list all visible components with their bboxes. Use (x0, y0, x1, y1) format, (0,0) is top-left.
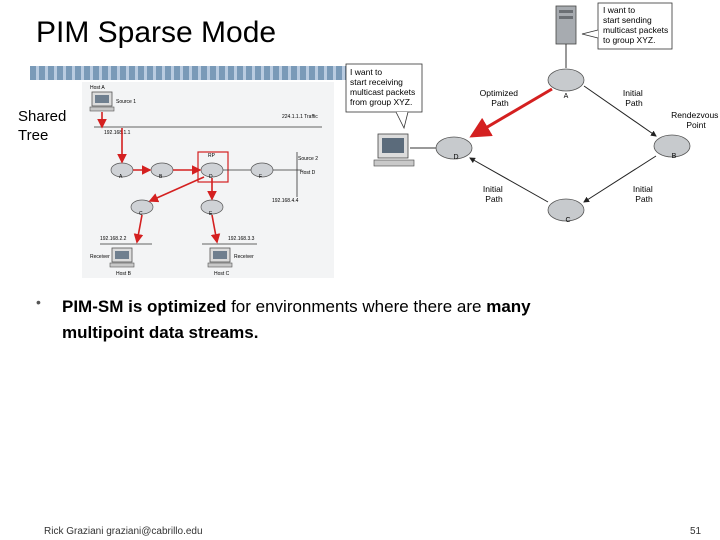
shared-tree-label-line1: Shared (18, 108, 67, 125)
router-c-icon (130, 199, 154, 215)
callout-top-line2: start sending (603, 15, 652, 25)
title-underline-bar (30, 66, 350, 80)
host-d-label: Host D (300, 170, 316, 176)
router-d-icon (435, 136, 473, 160)
router-c-icon (547, 198, 585, 222)
initial-path-a-to-b (583, 85, 657, 137)
host-c-label: Host C (214, 271, 230, 277)
bullet-text-part1: PIM-SM is optimized (62, 297, 227, 316)
initial-path-bl-line1: Initial (483, 184, 503, 194)
traffic-label: 224.1.1.1 Traffic (282, 114, 318, 120)
callout-left-line3: multicast packets (350, 87, 415, 97)
initial-path-br-line2: Path (635, 194, 653, 204)
ip-source1-label: 192.168.1.1 (104, 130, 131, 136)
initial-path-br-line1: Initial (633, 184, 653, 194)
callout-left-line1: I want to (350, 67, 382, 77)
bullet-text: PIM-SM is optimized for environments whe… (62, 294, 662, 346)
initial-path-c-to-d (469, 157, 549, 203)
initial-path-b-to-c (583, 155, 657, 203)
optimized-path-arrow (469, 87, 553, 138)
initial-path-tr-line1: Initial (623, 88, 643, 98)
svg-text:I want to start receivin: I want to start receiving multicast pack… (350, 67, 418, 107)
router-d-letter: D (209, 174, 213, 180)
optimized-path-line1: Optimized (480, 88, 519, 98)
receiver-c-label: Receiver (234, 254, 254, 260)
callout-top-line1: I want to (603, 5, 635, 15)
ip-receiver-c-label: 192.168.3.3 (228, 236, 255, 242)
router-a-letter: A (564, 93, 569, 100)
footer-page-number: 51 (690, 526, 702, 537)
left-diagram-background (82, 82, 334, 278)
svg-text:Initial Path: Initial Path (623, 88, 645, 108)
host-a-computer-icon (89, 91, 115, 112)
host-b-label: Host B (116, 271, 132, 277)
receiver-computer-icon (373, 133, 415, 167)
router-f-letter: F (259, 174, 262, 180)
callout-top-line4: to group XYZ. (603, 35, 655, 45)
slide-title: PIM Sparse Mode (36, 16, 277, 49)
source2-label: Source 2 (298, 156, 318, 162)
callout-left-line2: start receiving (350, 77, 403, 87)
receiver-b-computer-icon (109, 247, 135, 268)
footer-author: Rick Graziani graziani@cabrillo.edu (44, 526, 203, 537)
router-e-letter: E (209, 211, 213, 217)
ip-host-d-label: 192.168.4.4 (272, 198, 299, 204)
receiver-b-label: Receiver (90, 254, 110, 260)
bullet-marker: • (36, 294, 41, 310)
svg-text:Initial Path: Initial Path (633, 184, 655, 204)
optimized-path-diagram: I want to start sending multicast packet… (345, 2, 720, 224)
router-c-letter: C (565, 217, 570, 224)
callout-top-line3: multicast packets (603, 25, 668, 35)
svg-text:Rendezvous Point: Rendezvous Point (671, 110, 720, 130)
router-b-letter: B (159, 174, 163, 180)
server-icon (555, 5, 577, 45)
receiver-c-computer-icon (207, 247, 233, 268)
bullet-text-part3: many (486, 297, 531, 316)
svg-text:Optimized Path: Optimized Path (480, 88, 521, 108)
initial-path-bl-line2: Path (485, 194, 503, 204)
svg-text:I want to start sending: I want to start sending multicast packet… (603, 5, 671, 45)
host-a-label: Host A (90, 85, 105, 91)
source1-label: Source 1 (116, 99, 136, 105)
shared-tree-label-line2: Tree (18, 127, 49, 144)
router-b-letter: B (672, 153, 677, 160)
bullet-text-line2: multipoint data streams. (62, 323, 259, 342)
callout-top: I want to start sending multicast packet… (581, 2, 673, 50)
router-b-icon (653, 134, 691, 158)
callout-left-line4: from group XYZ. (350, 97, 412, 107)
initial-path-tr-line2: Path (625, 98, 643, 108)
rendezvous-point-line1: Rendezvous (671, 110, 718, 120)
router-a-icon (547, 68, 585, 92)
router-a-letter: A (119, 174, 123, 180)
shared-tree-diagram: Host A Source 1 224.1.1.1 Traffic 192.16… (82, 82, 334, 278)
ip-receiver-b-label: 192.168.2.2 (100, 236, 127, 242)
optimized-path-line2: Path (491, 98, 509, 108)
svg-text:Initial Path: Initial Path (483, 184, 505, 204)
rendezvous-point-line2: Point (686, 120, 706, 130)
router-d-letter: D (453, 154, 458, 161)
rp-label: RP (208, 153, 216, 159)
callout-left: I want to start receiving multicast pack… (345, 63, 423, 130)
shared-tree-label: Shared Tree (18, 107, 66, 145)
bullet-text-part2: for environments where there are (226, 297, 487, 316)
router-c-letter: C (139, 211, 143, 217)
